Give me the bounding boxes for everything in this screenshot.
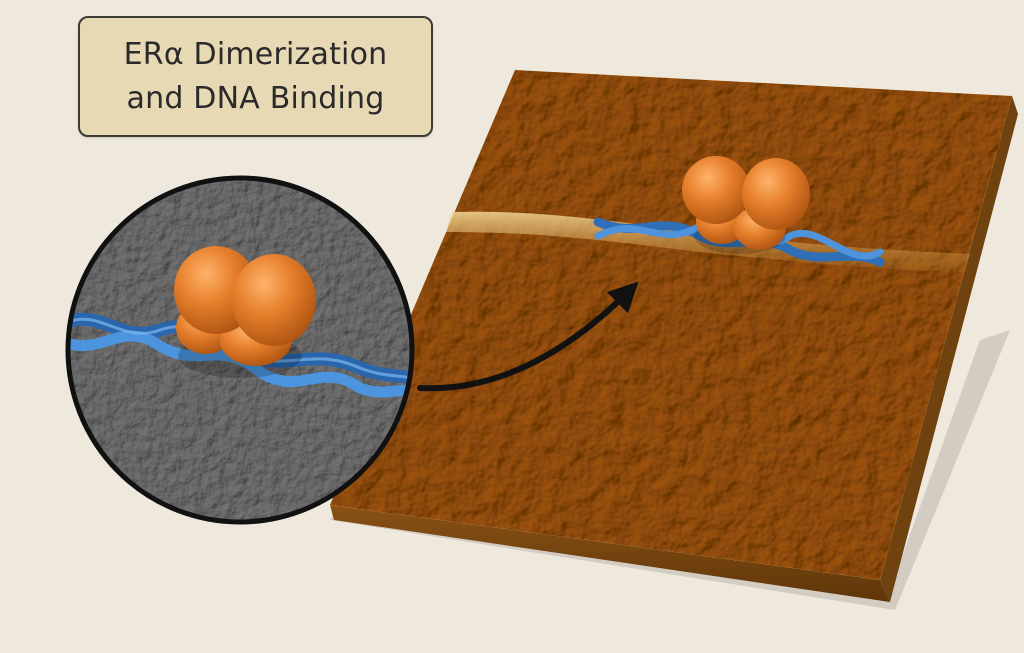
magnified-inset-circle: [65, 175, 415, 525]
title-box: ERα Dimerization and DNA Binding: [78, 16, 433, 137]
slab-front-face: [330, 505, 890, 602]
curved-arrow-icon: [417, 281, 639, 392]
surface-protein-dimer: [682, 156, 810, 254]
inset-protein-dimer: [174, 246, 316, 378]
title-line-2: and DNA Binding: [126, 80, 385, 116]
afm-surface: [330, 70, 1012, 580]
slab-right-face: [880, 96, 1018, 602]
title-line-1: ERα Dimerization: [123, 36, 388, 72]
